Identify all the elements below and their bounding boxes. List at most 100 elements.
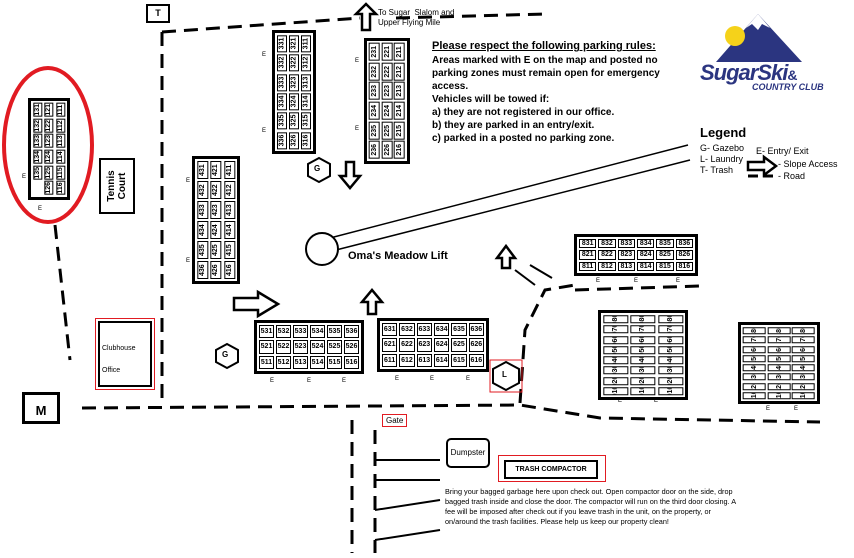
unit-cell: 526 xyxy=(344,340,359,354)
clubhouse: Clubhouse Office xyxy=(95,318,155,390)
unit-cell: 126 xyxy=(44,181,54,195)
unit-cell: 625 xyxy=(451,338,467,352)
unit-cell: 323 xyxy=(289,73,299,91)
legend-arrow-icon xyxy=(746,154,779,178)
unit-cell: 10303 xyxy=(603,366,629,375)
unit-cell: 522 xyxy=(276,340,291,354)
rules-line: c) parked in a posted no parking zone. xyxy=(432,133,615,144)
unit-cell xyxy=(33,181,42,195)
entry-e: E xyxy=(766,406,771,412)
unit-cell: 421 xyxy=(210,161,222,179)
logo: SugarSki& COUNTRY CLUB xyxy=(700,60,824,92)
unit-cell: 532 xyxy=(276,325,291,339)
unit-cell: 133 xyxy=(33,134,43,148)
unit-cell: 334 xyxy=(277,93,287,111)
unit-cell: 535 xyxy=(327,325,342,339)
unit-cell: 811 xyxy=(579,261,597,271)
unit-cell: 432 xyxy=(197,181,209,199)
unit-cell: 10402 xyxy=(630,356,656,365)
unit-cell: 10502 xyxy=(630,345,656,354)
logo-subtitle: COUNTRY CLUB xyxy=(752,82,824,92)
unit-cell: 232 xyxy=(369,62,380,81)
unit-cell: 11102 xyxy=(767,391,791,399)
unit-cell: 812 xyxy=(598,261,616,271)
legend-slope: - Slope Access xyxy=(778,159,838,169)
unit-cell: 11403 xyxy=(743,364,766,372)
slope-arrow-up-top xyxy=(352,2,380,32)
unit-cell: 815 xyxy=(656,261,674,271)
entry-e: E xyxy=(355,58,360,64)
entry-e: E xyxy=(676,278,681,284)
unit-cell: 433 xyxy=(197,201,209,219)
unit-cell: 11103 xyxy=(743,391,766,399)
unit-cell: 612 xyxy=(399,353,415,367)
road-top xyxy=(161,16,361,34)
unit-cell: 10102 xyxy=(630,386,656,395)
unit-cell: 423 xyxy=(210,201,222,219)
entry-e: E xyxy=(654,398,659,404)
unit-cell: 224 xyxy=(381,101,393,120)
unit-cell: 614 xyxy=(433,353,450,367)
unit-cell: 636 xyxy=(468,323,484,337)
entry-e: E xyxy=(270,378,275,384)
unit-cell: 814 xyxy=(637,261,655,271)
unit-cell: 225 xyxy=(381,121,393,140)
unit-cell: 315 xyxy=(301,112,311,130)
unit-cell: 11402 xyxy=(767,364,791,372)
unit-cell: 822 xyxy=(598,250,616,260)
unit-cell: 416 xyxy=(223,261,235,279)
unit-cell: 536 xyxy=(344,325,359,339)
entry-e: E xyxy=(186,258,191,264)
rules-line: a) they are not registered in our office… xyxy=(432,107,615,118)
legend-gazebo: G- Gazebo xyxy=(700,143,745,153)
logo-amp: & xyxy=(787,67,798,83)
unit-cell: 816 xyxy=(675,261,693,271)
unit-cell: 11401 xyxy=(792,364,815,372)
unit-cell: 10103 xyxy=(603,386,629,395)
clubhouse-label: Clubhouse xyxy=(102,345,136,352)
unit-cell: 114 xyxy=(55,150,65,164)
unit-cell: 10802 xyxy=(630,315,656,324)
unit-cell: 11801 xyxy=(792,327,815,335)
unit-cell: 513 xyxy=(293,355,308,369)
unit-cell: 531 xyxy=(259,325,274,339)
unit-cell: 10601 xyxy=(657,335,683,344)
unit-cell: 834 xyxy=(637,239,655,249)
slope-arrow-up-right xyxy=(494,243,518,270)
unit-cell: 231 xyxy=(369,43,380,61)
dumpster: Dumpster xyxy=(446,438,490,468)
unit-cell: 534 xyxy=(310,325,325,339)
unit-cell: 533 xyxy=(293,325,308,339)
m-marker: M xyxy=(22,392,60,424)
unit-cell: 10302 xyxy=(630,366,656,375)
unit-cell: 10603 xyxy=(603,335,629,344)
unit-cell: 623 xyxy=(416,338,432,352)
gazebo-label-2: G xyxy=(222,350,229,359)
road-left-lower xyxy=(53,224,72,361)
unit-cell: 821 xyxy=(579,250,597,260)
unit-cell: 332 xyxy=(277,54,287,72)
parking-rules: Please respect the following parking rul… xyxy=(432,40,702,145)
gazebo-label-1: G xyxy=(314,164,321,173)
unit-cell: 10602 xyxy=(630,335,656,344)
unit-cell: 615 xyxy=(451,353,467,367)
unit-cell: 626 xyxy=(468,338,484,352)
entry-e: E xyxy=(634,278,639,284)
unit-cell: 631 xyxy=(382,323,398,337)
unit-cell: 122 xyxy=(44,118,54,133)
unit-cell: 135 xyxy=(33,165,43,180)
unit-cell: 10202 xyxy=(630,376,656,385)
unit-cell: 10203 xyxy=(603,376,629,385)
unit-cell: 324 xyxy=(289,93,299,111)
highlight-oval xyxy=(2,66,94,224)
unit-cell: 325 xyxy=(289,112,299,130)
unit-cell: 10301 xyxy=(657,366,683,375)
gate-label: Gate xyxy=(382,414,408,427)
unit-cell: 10801 xyxy=(657,315,683,324)
trash-compactor-label: TRASH COMPACTOR xyxy=(504,460,598,479)
unit-cell: 412 xyxy=(223,181,235,199)
unit-cell: 435 xyxy=(197,241,209,259)
